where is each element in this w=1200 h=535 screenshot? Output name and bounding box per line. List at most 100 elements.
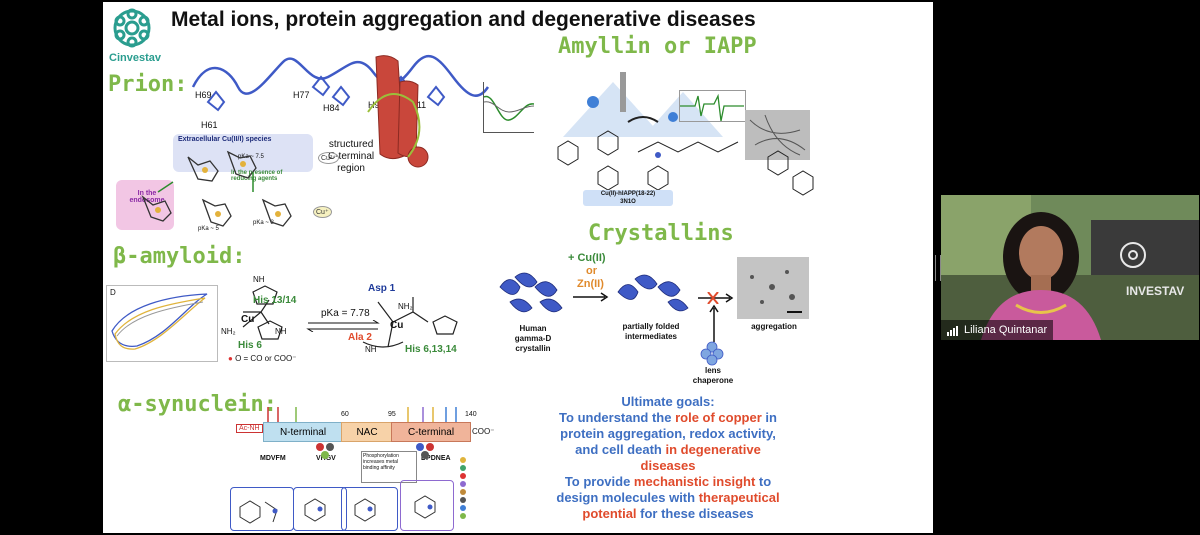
prion-helix-structure xyxy=(367,55,429,168)
arrow-to-intermediates xyxy=(573,292,609,302)
goals-line-6: design molecules with therapeutical xyxy=(556,490,780,505)
n-terminal-label: N-terminal xyxy=(279,426,327,438)
cinvestav-logo-icon xyxy=(113,8,151,48)
structured-label: structured xyxy=(328,139,374,150)
goals-line-1: To understand the role of copper in xyxy=(559,410,777,425)
pka-label-3: pKa ~ 8 xyxy=(253,220,274,226)
heading-crystallins: Crystallins xyxy=(588,221,734,246)
residue-140-label: 140 xyxy=(465,411,477,418)
chaperone-label: chaperone xyxy=(692,376,734,385)
carbonyl-legend-text: O = CO or COO⁻ xyxy=(235,354,297,363)
aggregation-label: aggregation xyxy=(751,322,797,331)
ultimate-goals-text: Ultimate goals: To understand the role o… xyxy=(523,394,813,522)
arrow-from-chaperone xyxy=(709,304,719,342)
synuclein-structure-box-3 xyxy=(341,487,398,531)
logo-text: Cinvestav xyxy=(109,52,161,64)
cu-label-right: Cu xyxy=(390,320,404,331)
zn-label: Zn(II) xyxy=(577,278,604,290)
cv-curves xyxy=(111,293,208,350)
iapp-cartoon xyxy=(563,72,723,137)
pka-label-2: pKa ~ 5 xyxy=(198,226,219,232)
phosphorylation-note: Phosphorylation increases metal binding … xyxy=(361,451,417,483)
background-sign-text: INVESTAV xyxy=(1126,284,1185,298)
his-6-label: His 6 xyxy=(238,340,262,351)
goals-line-3: and cell death in degenerative xyxy=(575,442,761,457)
asp-1-label: Asp 1 xyxy=(368,283,396,294)
extracellular-label: Extracellular Cu(II/I) species xyxy=(178,136,272,143)
heading-beta-amyloid: β-amyloid: xyxy=(113,244,246,269)
aggregation-micrograph xyxy=(737,257,809,319)
nac-domain: NAC xyxy=(341,422,393,442)
residue-h98: H98 xyxy=(368,100,385,110)
lens-chaperone-icon xyxy=(700,341,724,366)
epr-spectrum-line xyxy=(680,93,744,122)
residue-h69: H69 xyxy=(195,90,212,100)
partially-folded-structure xyxy=(617,274,689,312)
crystallin-label: crystallin xyxy=(515,344,551,353)
gamma-label: gamma-D xyxy=(514,334,552,343)
nh-label-top: NH xyxy=(253,275,265,284)
iapp-code-label: 3N1O xyxy=(620,199,636,205)
cd-spectrum-lines xyxy=(483,95,535,121)
goals-line-5: To provide mechanistic insight to xyxy=(564,474,772,489)
his-6-13-14-label: His 6,13,14 xyxy=(405,344,457,355)
fibril-strands xyxy=(749,114,806,156)
participant-name: Liliana Quintanar xyxy=(964,324,1048,336)
equilibrium-arrows xyxy=(306,320,380,332)
residue-h77: H77 xyxy=(293,90,310,100)
cv-plot: D xyxy=(106,285,218,362)
aggregate-specks xyxy=(750,270,802,313)
c-terminal-domain: C-terminal xyxy=(391,422,471,442)
iapp-chemical-structures xyxy=(557,130,814,196)
video-background-scene xyxy=(941,195,1199,340)
signal-strength-icon xyxy=(947,324,959,336)
heading-prion: Prion: xyxy=(108,72,188,97)
n-terminal-domain: N-terminal xyxy=(263,422,343,442)
intermediates-label: intermediates xyxy=(624,332,678,341)
panel-resize-handle[interactable] xyxy=(935,255,941,281)
copper-coordination-sketches xyxy=(141,150,292,227)
dpdnea-label: DPDNEA xyxy=(421,455,451,462)
arrow-to-aggregation xyxy=(698,292,734,304)
nac-label: NAC xyxy=(356,426,378,438)
ac-nh-label: Ac-NH xyxy=(236,424,263,433)
ala-2-label: Ala 2 xyxy=(348,332,372,343)
cv-panel-label: D xyxy=(110,288,116,297)
nh-label-bottom: NH xyxy=(275,327,287,336)
nh2-label-left: NH₂ xyxy=(221,327,236,336)
heading-alpha-synuclein: α-synuclein: xyxy=(118,392,277,417)
synuclein-coordination-sketches xyxy=(239,495,436,524)
c-terminal-label: C-terminal xyxy=(407,426,455,438)
synuclein-site-markers xyxy=(267,407,457,422)
cu2-badge: Cu²⁺ xyxy=(318,152,339,164)
human-label: Human xyxy=(519,324,547,333)
c-terminal-label: C-terminal xyxy=(328,151,375,162)
goals-line-4: diseases xyxy=(640,458,696,473)
synuclein-structure-box-4 xyxy=(400,480,454,531)
carbonyl-legend: ● O = CO or COO⁻ xyxy=(228,354,297,363)
human-crystallin-label: Human gamma-D crystallin xyxy=(503,324,563,354)
lens-chaperone-label: lens chaperone xyxy=(688,366,738,386)
plus-cu-label: + Cu(II) xyxy=(568,252,606,264)
metal-binding-dots xyxy=(316,443,434,459)
metal-legend-dots xyxy=(460,457,466,519)
goals-heading: Ultimate goals: xyxy=(621,394,715,409)
iapp-complex-label-box: Cu(II)-hIAPP(18-22) 3N1O xyxy=(583,190,673,206)
lens-label: lens xyxy=(704,366,721,375)
nh2-label-right: NH₂ xyxy=(398,302,413,311)
reducing-label: In the presence of reducing agents xyxy=(231,170,283,182)
slide-title: Metal ions, protein aggregation and dege… xyxy=(171,8,756,31)
residue-h61: H61 xyxy=(201,120,218,130)
goals-line-2: protein aggregation, redox activity, xyxy=(560,426,776,441)
or-label: or xyxy=(586,265,597,277)
region-label: region xyxy=(337,163,365,174)
cu-label-left: Cu xyxy=(241,314,255,325)
presentation-slide: Cinvestav Metal ions, protein aggregatio… xyxy=(103,2,933,533)
iapp-complex-label: Cu(II)-hIAPP(18-22) xyxy=(600,191,656,197)
his-13-14-label: His 13/14 xyxy=(253,295,297,306)
cu-his-complex-left xyxy=(242,285,283,340)
synuclein-structure-box-2 xyxy=(293,487,347,531)
residue-95-label: 95 xyxy=(388,411,396,418)
coo-label: COO⁻ xyxy=(472,427,495,436)
participant-video-tile[interactable]: INVESTAV Liliana Quintanar xyxy=(941,195,1199,340)
